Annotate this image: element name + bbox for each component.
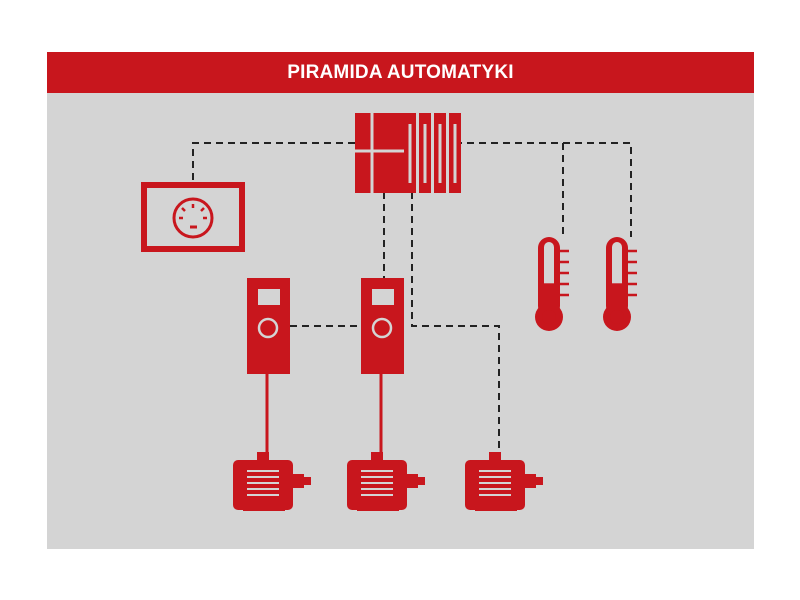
thermometer-icon <box>535 237 569 331</box>
title-bar: PIRAMIDA AUTOMATYKI <box>47 52 754 93</box>
automation-diagram <box>141 113 637 511</box>
thermometer-icon <box>603 237 637 331</box>
hmi-gauge-panel-icon <box>141 182 245 252</box>
electric-motor-icon <box>465 452 543 511</box>
link-plc-motor-3 <box>411 192 500 452</box>
network-links <box>192 142 632 452</box>
diagram-title: PIRAMIDA AUTOMATYKI <box>287 61 514 83</box>
frequency-drive-icon <box>247 278 290 374</box>
link-plc-sensor-right <box>455 142 632 237</box>
plc-controller-icon <box>355 113 461 193</box>
frequency-drive-icon <box>361 278 404 374</box>
power-cables <box>265 374 383 452</box>
electric-motor-icon <box>347 452 425 511</box>
diagram-panel: PIRAMIDA AUTOMATYKI <box>47 52 754 549</box>
electric-motor-icon <box>233 452 311 511</box>
link-plc-hmi <box>192 142 355 182</box>
